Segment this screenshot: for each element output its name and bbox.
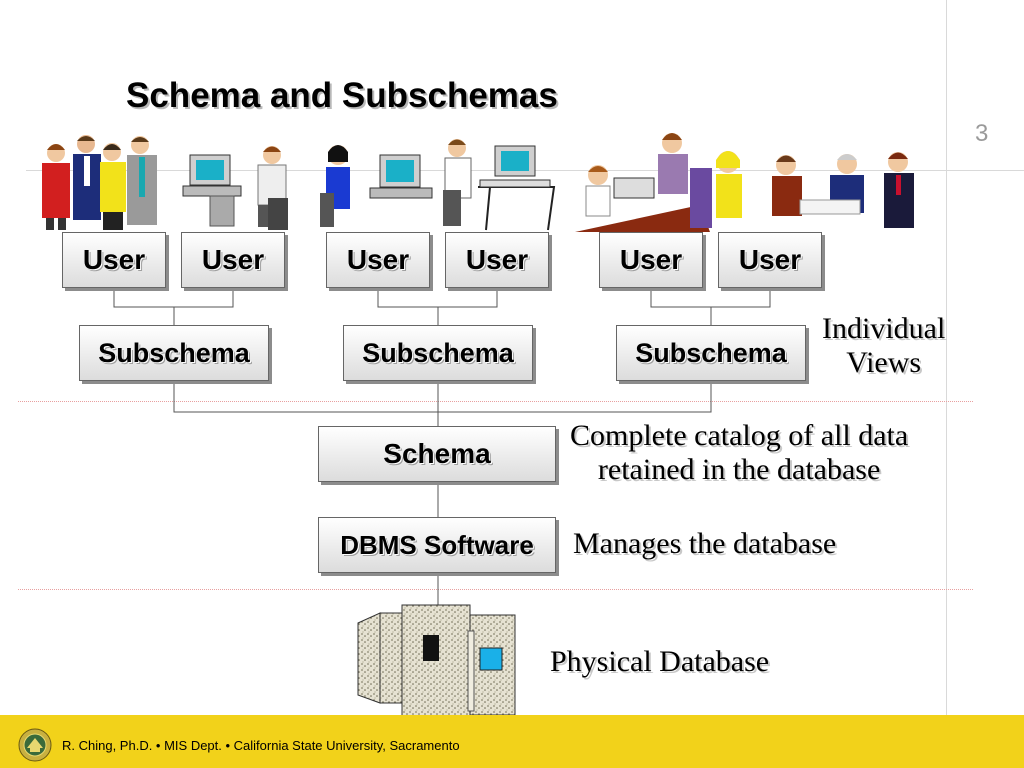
dbms-software-box: DBMS Software <box>318 517 556 573</box>
dotted-divider-lower <box>18 589 973 590</box>
user-box: User <box>718 232 822 288</box>
individual-views-line1: Individual <box>822 312 946 345</box>
computer-user-icon <box>182 146 288 230</box>
connector-lines <box>113 289 771 612</box>
user-box: User <box>599 232 703 288</box>
complete-catalog-note: Complete catalog of all data retained in… <box>570 419 908 487</box>
manages-database-note: Manages the database <box>573 527 837 560</box>
footer-bar: R. Ching, Ph.D. • MIS Dept. • California… <box>0 715 1024 768</box>
computer-user-icon <box>320 145 433 227</box>
user-box: User <box>326 232 430 288</box>
dotted-divider-upper <box>18 401 973 402</box>
subschema-box: Subschema <box>343 325 533 381</box>
subschema-box: Subschema <box>79 325 269 381</box>
schema-box: Schema <box>318 426 556 482</box>
footer-text: R. Ching, Ph.D. • MIS Dept. • California… <box>62 738 460 753</box>
slide-title: Schema and Subschemas <box>126 76 558 115</box>
individual-views-line2: Views <box>846 346 922 379</box>
people-group-icon <box>42 135 157 230</box>
slide-number: 3 <box>975 120 989 147</box>
individual-views-note: Individual Views <box>822 312 945 380</box>
database-server-icon <box>357 604 516 722</box>
user-box: User <box>181 232 285 288</box>
meeting-group-icon <box>575 133 914 232</box>
subschema-box: Subschema <box>616 325 806 381</box>
people-clipart <box>42 133 914 232</box>
university-seal-icon <box>18 728 52 762</box>
slide-guide-vertical <box>946 0 947 715</box>
user-box: User <box>445 232 549 288</box>
complete-catalog-line1: Complete catalog of all data <box>570 419 909 452</box>
user-box: User <box>62 232 166 288</box>
complete-catalog-line2: retained in the database <box>597 453 881 486</box>
physical-database-note: Physical Database <box>550 645 770 678</box>
computer-user-icon <box>443 139 556 231</box>
